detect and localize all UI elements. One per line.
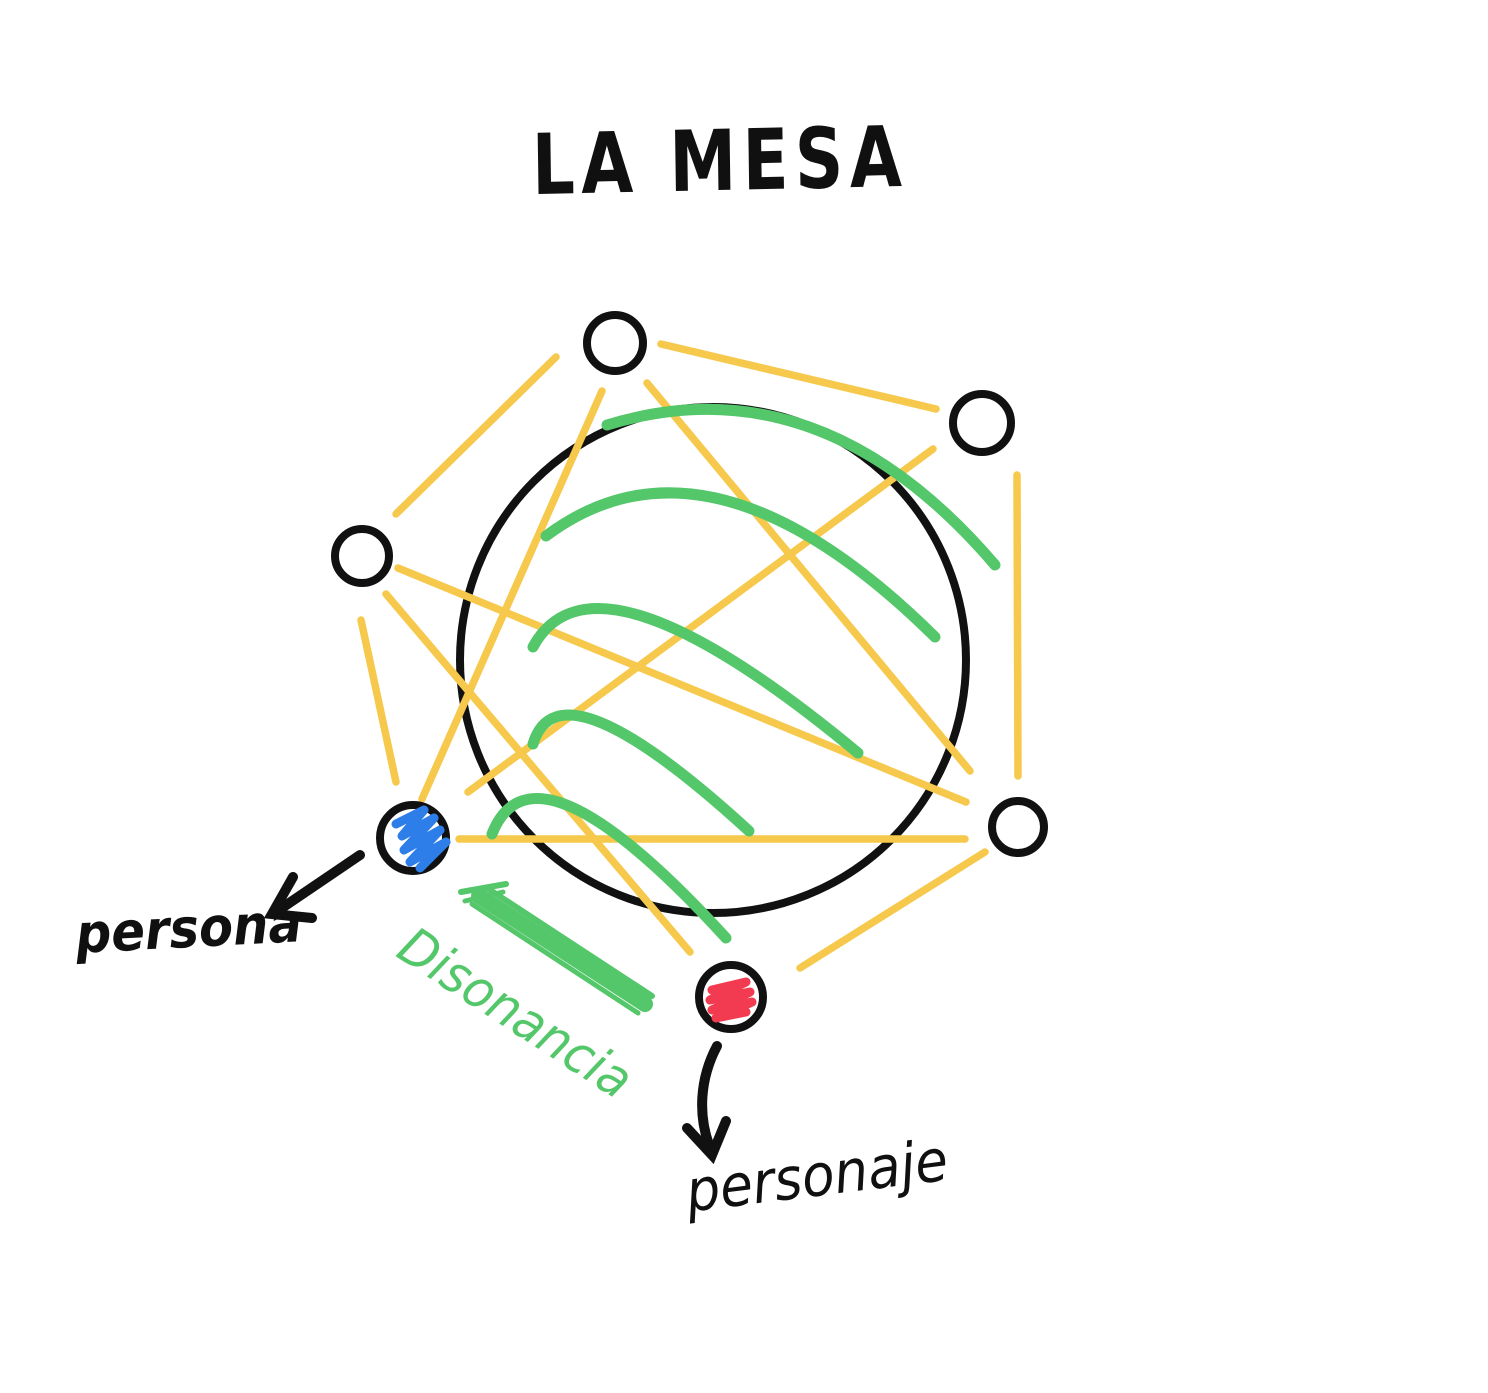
- dissonance-underline: [458, 881, 655, 1016]
- relation-line-top-left: [392, 353, 560, 518]
- dissonance-underline-tick2: [462, 889, 506, 904]
- personaje-arrow-head: [682, 1116, 731, 1165]
- relation-line-top-bottomright: [643, 379, 974, 775]
- seat-node-top: [583, 311, 647, 375]
- relation-line-red-bottomright: [796, 848, 989, 972]
- dissonance-underline-main: [471, 888, 653, 1012]
- personaje-arrow-shaft: [697, 1041, 722, 1155]
- dissonance-arc-1: [601, 403, 1001, 571]
- persona-node: [376, 801, 451, 875]
- seat-node-top-right: [949, 390, 1015, 456]
- dissonance-underline-tick1: [458, 881, 509, 895]
- seat-nodes: [331, 311, 1048, 857]
- personaje-node-scribble: [705, 977, 757, 1023]
- dissonance-underline-thin2: [469, 901, 641, 1016]
- dissonance-arcs: [486, 403, 1001, 944]
- relation-line-topright-blue: [464, 445, 937, 796]
- diagram-title: LA MESA: [531, 107, 909, 215]
- relation-line-top-topright: [657, 340, 940, 413]
- relation-line-top-blue: [418, 387, 606, 803]
- personaje-arrow: [682, 1041, 731, 1165]
- dissonance-arc-2: [540, 487, 941, 643]
- seat-node-left: [331, 525, 393, 587]
- persona-arrow-head: [263, 872, 317, 923]
- relation-line-left-blue: [357, 616, 400, 786]
- persona-node-scribble: [391, 805, 451, 873]
- persona-arrow: [263, 850, 365, 923]
- persona-label: persona: [74, 891, 304, 966]
- seat-node-bottom-right: [988, 797, 1048, 857]
- dissonance-arc-3: [527, 603, 864, 759]
- relation-lines: [357, 340, 1022, 972]
- relation-line-left-red: [382, 590, 694, 956]
- persona-arrow-shaft: [271, 850, 365, 917]
- dissonance-underline-thin1: [484, 885, 655, 999]
- relation-line-left-bottomright: [394, 564, 970, 806]
- relation-line-topright-bottomright: [1013, 471, 1022, 780]
- personaje-node: [695, 961, 767, 1033]
- dissonance-arc-5: [486, 793, 732, 944]
- dissonance-arc-4: [527, 709, 755, 837]
